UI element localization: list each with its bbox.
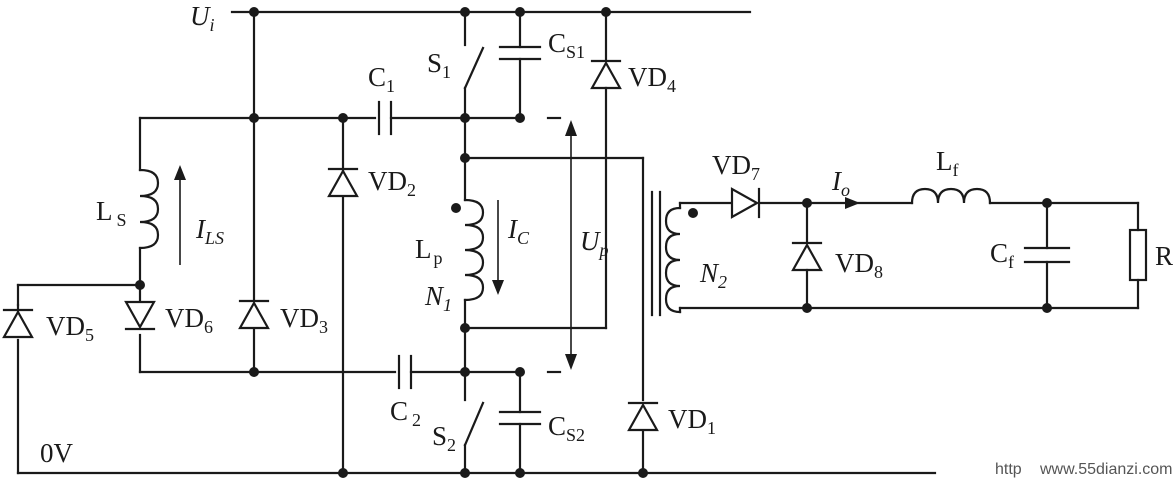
capacitor-c2 — [397, 354, 467, 390]
capacitor-cs2 — [463, 370, 542, 475]
label-n1: N1 — [424, 281, 452, 315]
watermark-prefix: http — [995, 461, 1022, 478]
label-io: Io — [831, 166, 850, 200]
inductor-ls — [138, 168, 160, 250]
label-vd2: VD2 — [368, 166, 416, 200]
inductor-n2 — [664, 206, 682, 314]
n2-dot — [688, 208, 698, 218]
junction-dots — [135, 7, 1052, 478]
label-vd7: VD7 — [712, 150, 760, 184]
resistor-r — [1128, 228, 1148, 282]
diode-vd6 — [124, 300, 156, 331]
capacitor-cs1 — [463, 10, 542, 120]
label-ils: ILS — [195, 214, 224, 248]
label-s1: S1 — [427, 48, 451, 82]
diode-vd1 — [627, 401, 659, 432]
label-n2: N2 — [699, 258, 727, 292]
diode-vd5 — [2, 303, 34, 339]
ils-arrow — [174, 165, 186, 265]
label-vd5: VD5 — [46, 311, 94, 345]
label-cs1: CS1 — [548, 28, 585, 62]
label-cs2: CS2 — [548, 411, 585, 445]
ic-arrow — [492, 200, 504, 295]
label-cf: Cf — [990, 238, 1014, 272]
diode-vd8 — [791, 241, 823, 272]
diode-vd3 — [238, 299, 270, 330]
inductor-lp — [463, 198, 485, 302]
switch-s1 — [463, 46, 485, 90]
up-reference-lines — [546, 116, 562, 374]
vd4-branch — [463, 10, 608, 330]
label-vd1: VD1 — [668, 404, 716, 438]
label-vd6: VD6 — [165, 303, 213, 337]
label-vd4: VD4 — [628, 62, 676, 96]
transformer-core — [650, 190, 662, 317]
diode-vd4 — [590, 59, 622, 90]
inductor-lf — [910, 187, 992, 205]
diode-vd2 — [327, 167, 359, 198]
up-arrow — [565, 120, 577, 370]
diode-vd7 — [730, 187, 761, 219]
label-lf: Lf — [936, 146, 959, 180]
label-r: R — [1155, 241, 1173, 271]
label-ic: IC — [507, 214, 530, 248]
secondary-wires — [678, 201, 1140, 314]
capacitor-cf — [1023, 246, 1071, 264]
label-c1: C1 — [368, 62, 395, 96]
ls-branch-wires — [16, 116, 397, 475]
capacitor-c1 — [377, 100, 467, 136]
label-s2: S2 — [432, 421, 456, 455]
label-up: Up — [580, 226, 609, 260]
winding-top-tap — [463, 156, 645, 475]
switch-s2 — [463, 401, 485, 447]
label-vd3: VD3 — [280, 303, 328, 337]
label-0v: 0V — [40, 438, 74, 468]
io-arrow — [815, 197, 860, 209]
watermark: www.55dianzi.com — [1039, 461, 1173, 478]
label-vd8: VD8 — [835, 248, 883, 282]
lp-dot — [451, 203, 461, 213]
label-ui: Ui — [190, 1, 215, 35]
